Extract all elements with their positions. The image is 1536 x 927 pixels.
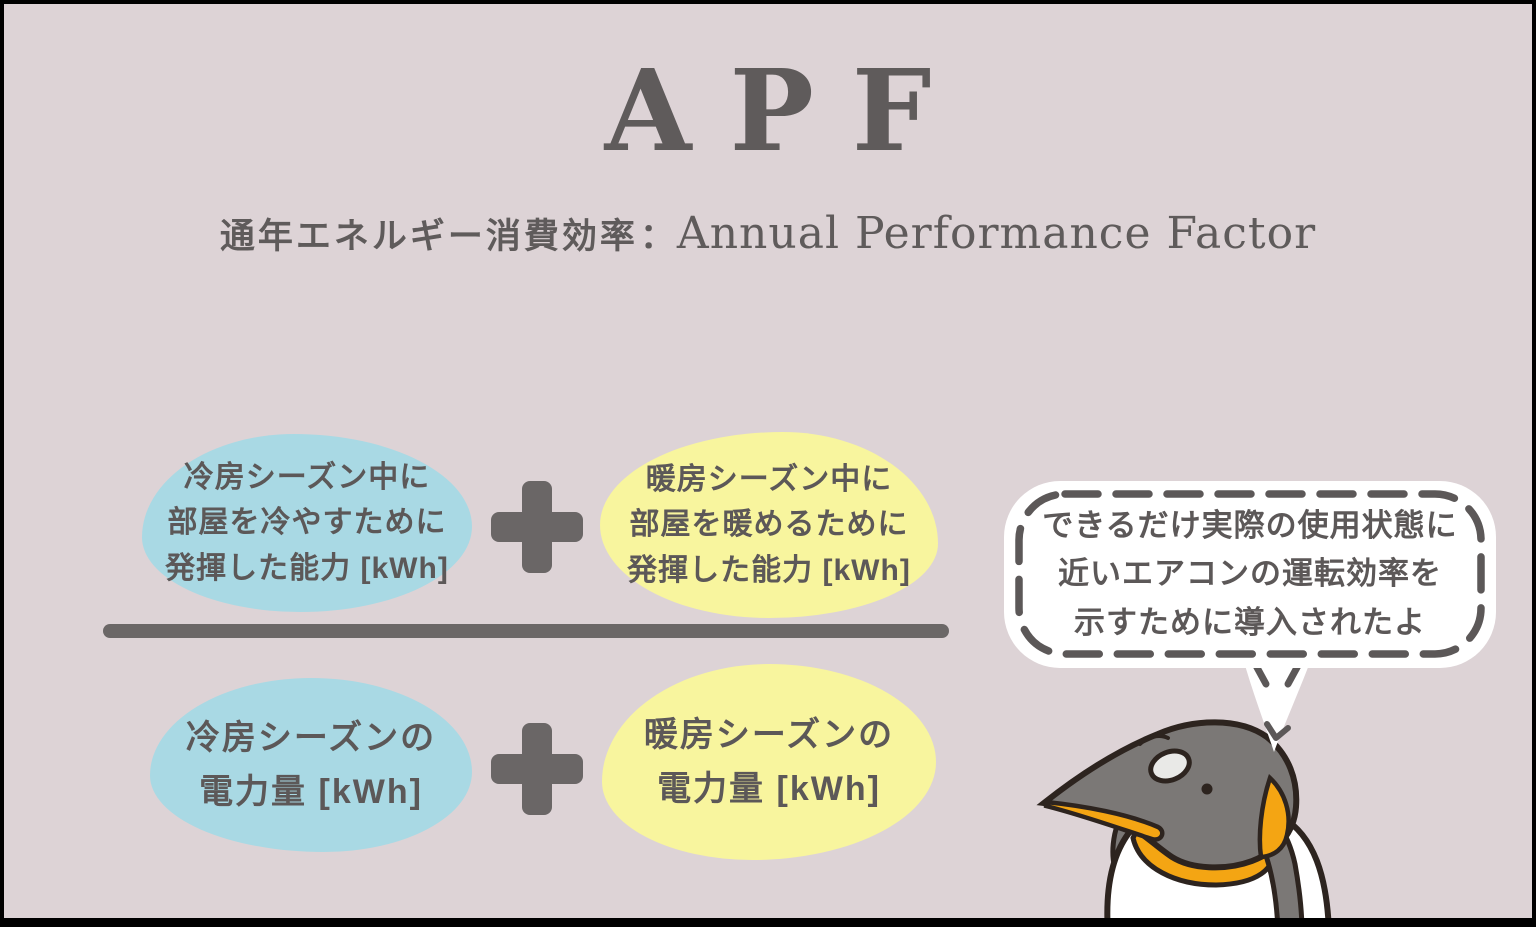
heating-energy-line: 暖房シーズンの [643, 715, 895, 754]
page-title: APF [604, 46, 970, 177]
speech-bubble-tail [1240, 646, 1316, 752]
subtitle: 通年エネルギー消費効率 ： Annual Performance Factor [4, 208, 1532, 259]
subtitle-separator: ： [639, 217, 675, 256]
cooling-capacity-line: 冷房シーズン中に [183, 460, 431, 494]
penguin-ear-patch [1257, 773, 1291, 860]
subtitle-english: Annual Performance Factor [676, 208, 1317, 259]
speech-bubble-tail-arrow [1264, 721, 1291, 741]
speech-bubble-line: 近いエアコンの運転効率を [1057, 556, 1442, 592]
penguin-eye-dot [1201, 783, 1213, 795]
plus-icon-horizontal-bar [491, 754, 583, 784]
cooling-capacity-line: 発揮した能力 [kWh] [165, 551, 449, 585]
cooling-capacity-blob: 冷房シーズン中に 部屋を冷やすために 発揮した能力 [kWh] [142, 434, 472, 612]
plus-icon-horizontal-bar [491, 512, 583, 542]
heating-energy-blob: 暖房シーズンの 電力量 [kWh] [602, 664, 936, 860]
cooling-energy-blob: 冷房シーズンの 電力量 [kWh] [150, 678, 472, 852]
speech-bubble-line: 示すために導入されたよ [1073, 604, 1426, 640]
cooling-energy-line: 電力量 [kWh] [199, 773, 423, 811]
speech-bubble-dashed-border [1015, 490, 1485, 658]
penguin-beak-lower-mandible [1043, 799, 1165, 842]
subtitle-japanese: 通年エネルギー消費効率 [219, 217, 638, 256]
plus-icon [491, 481, 583, 573]
speech-bubble-text: できるだけ実際の使用状態に 近いエアコンの運転効率を 示すために導入されたよ [1042, 502, 1457, 646]
heating-energy-line: 電力量 [kWh] [657, 770, 881, 808]
penguin-eyebrow [1138, 734, 1170, 746]
plus-icon [491, 723, 583, 815]
heating-capacity-blob: 暖房シーズン中に 部屋を暖めるために 発揮した能力 [kWh] [600, 432, 938, 618]
cooling-energy-line: 冷房シーズンの [185, 718, 437, 757]
speech-bubble: できるだけ実際の使用状態に 近いエアコンの運転効率を 示すために導入されたよ [1004, 481, 1496, 668]
heating-capacity-line: 暖房シーズン中に [645, 462, 893, 496]
heating-capacity-line: 発揮した能力 [kWh] [627, 553, 911, 587]
penguin-eye-icon [1148, 748, 1192, 784]
cooling-capacity-line: 部屋を冷やすために [167, 506, 447, 540]
fraction-bar [103, 624, 949, 638]
heating-capacity-line: 部屋を暖めるために [629, 508, 909, 542]
speech-bubble-line: できるだけ実際の使用状態に [1042, 508, 1458, 544]
penguin-illustration [1036, 719, 1332, 918]
